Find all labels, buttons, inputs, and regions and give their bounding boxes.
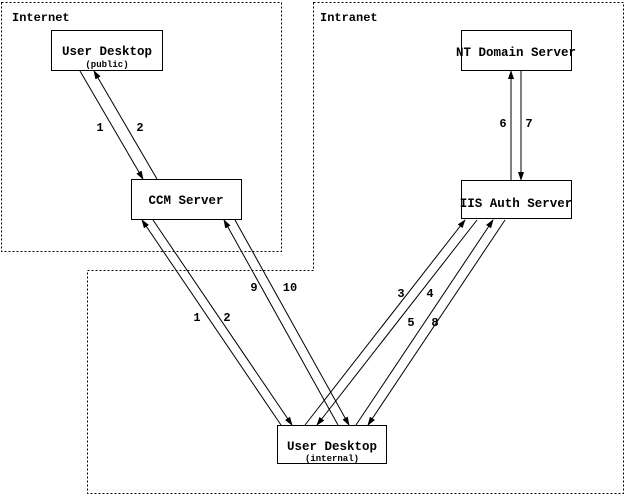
- iis-auth-server-title: IIS Auth Server: [460, 197, 573, 211]
- node-iis-auth-server: IIS Auth Server: [460, 180, 573, 219]
- edge-label-3: 3: [397, 287, 404, 301]
- user-desktop-public-title: User Desktop: [62, 45, 152, 59]
- user-desktop-public-box: [51, 30, 163, 71]
- edge-10-ccm-to-internal-desktop: [234, 219, 350, 426]
- edge-label-6: 6: [499, 117, 506, 131]
- edge-label-7: 7: [525, 117, 532, 131]
- edge-1-internal-desktop-to-ccm: [141, 219, 282, 426]
- node-user-desktop-public: User Desktop (public): [51, 30, 163, 71]
- edge-label-2-public: 2: [136, 121, 143, 135]
- nt-domain-server-box: [461, 30, 572, 71]
- internet-zone-label: Internet: [12, 11, 70, 25]
- edge-label-4: 4: [426, 287, 433, 301]
- edge-2-ccm-to-internal-desktop: [152, 219, 293, 426]
- edge-label-9: 9: [250, 281, 257, 295]
- iis-auth-server-box: [461, 180, 572, 219]
- edge-label-10: 10: [283, 281, 297, 295]
- edge-label-1-internal: 1: [193, 311, 200, 325]
- internet-zone-border: [1, 2, 282, 252]
- user-desktop-internal-subtitle: (internal): [305, 454, 359, 464]
- edge-8-iis-to-internal-desktop: [367, 219, 506, 426]
- edge-label-5: 5: [407, 316, 414, 330]
- user-desktop-public-subtitle: (public): [85, 60, 128, 70]
- edge-label-8: 8: [431, 316, 438, 330]
- node-user-desktop-internal: User Desktop (internal): [277, 425, 387, 464]
- edge-4-iis-to-internal-desktop: [316, 219, 478, 426]
- intranet-zone-label: Intranet: [320, 11, 378, 25]
- nt-domain-server-title: NT Domain Server: [456, 46, 576, 60]
- user-desktop-internal-title: User Desktop: [287, 440, 377, 454]
- edge-1-public-desktop-to-ccm: [79, 70, 144, 180]
- ccm-server-title: CCM Server: [148, 194, 223, 208]
- node-ccm-server: CCM Server: [131, 179, 242, 220]
- edge-3-internal-desktop-to-iis: [304, 219, 466, 426]
- node-nt-domain-server: NT Domain Server: [456, 30, 576, 71]
- intranet-zone-border: [87, 2, 624, 494]
- edge-label-1-public: 1: [96, 121, 103, 135]
- edge-5-internal-desktop-to-iis: [355, 219, 494, 426]
- edge-2-ccm-to-public-desktop: [93, 70, 158, 180]
- edge-label-2-internal: 2: [223, 311, 230, 325]
- edge-9-internal-desktop-to-ccm: [223, 219, 339, 426]
- user-desktop-internal-box: [277, 425, 387, 464]
- ccm-server-box: [131, 179, 242, 220]
